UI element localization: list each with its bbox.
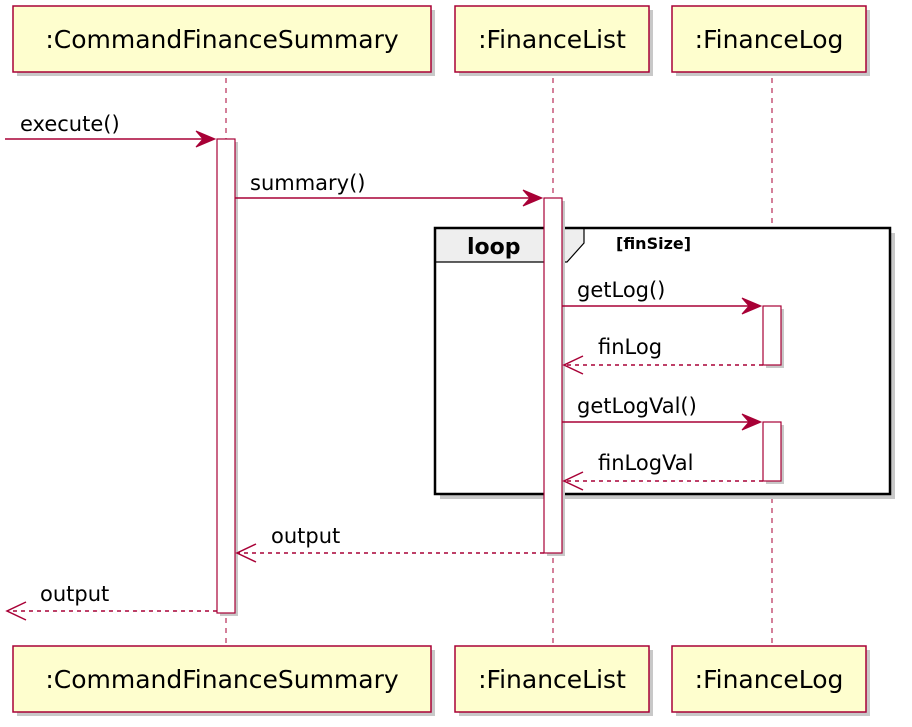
message-summary[interactable]: summary() bbox=[235, 171, 544, 207]
loop-frame-label: loop bbox=[467, 235, 521, 260]
participant-finance-log-bottom[interactable]: :FinanceLog bbox=[671, 645, 870, 716]
message-get-log-val[interactable]: getLogVal() bbox=[562, 394, 763, 431]
message-label: getLog() bbox=[577, 278, 665, 302]
open-arrow-head-icon bbox=[5, 601, 27, 621]
activation-command-finance-summary bbox=[216, 138, 236, 614]
loop-frame-border bbox=[433, 226, 892, 496]
open-arrow-head-icon bbox=[235, 543, 257, 563]
message-label: output bbox=[271, 524, 340, 548]
participant-label: :CommandFinanceSummary bbox=[45, 665, 399, 694]
message-label: execute() bbox=[20, 112, 120, 136]
participant-label: :FinanceList bbox=[478, 665, 626, 694]
open-arrow-head-icon bbox=[562, 471, 584, 491]
participant-finance-list-bottom[interactable]: :FinanceList bbox=[454, 645, 653, 716]
participant-command-finance-summary-top[interactable]: :CommandFinanceSummary bbox=[12, 5, 435, 76]
message-execute[interactable]: execute() bbox=[5, 112, 217, 148]
participant-finance-log-top[interactable]: :FinanceLog bbox=[671, 5, 870, 76]
participants-top: :CommandFinanceSummary :FinanceList :Fin… bbox=[12, 5, 870, 76]
loop-frame-guard: [finSize] bbox=[616, 234, 691, 253]
participant-label: :FinanceList bbox=[478, 25, 626, 54]
message-label: summary() bbox=[250, 171, 365, 195]
activation-finance-log-2 bbox=[762, 421, 782, 482]
message-output-to-caller[interactable]: output bbox=[5, 582, 217, 621]
message-fin-log[interactable]: finLog bbox=[562, 335, 763, 375]
message-fin-log-val[interactable]: finLogVal bbox=[562, 451, 763, 491]
message-label: finLog bbox=[598, 335, 662, 359]
solid-arrow-head-icon bbox=[195, 130, 217, 148]
message-label: getLogVal() bbox=[577, 394, 697, 418]
messages: execute() summary() getLog() finLog getL… bbox=[5, 112, 763, 621]
open-arrow-head-icon bbox=[562, 355, 584, 375]
message-output-to-command[interactable]: output bbox=[235, 524, 544, 563]
activation-finance-log-1 bbox=[762, 305, 782, 366]
message-label: output bbox=[40, 582, 109, 606]
message-label: finLogVal bbox=[598, 451, 693, 475]
solid-arrow-head-icon bbox=[741, 297, 763, 315]
activation-finance-list bbox=[543, 197, 563, 554]
participant-label: :FinanceLog bbox=[695, 25, 844, 54]
participants-bottom: :CommandFinanceSummary :FinanceList :Fin… bbox=[12, 645, 870, 716]
loop-frame: loop [finSize] bbox=[433, 226, 895, 499]
solid-arrow-head-icon bbox=[522, 189, 544, 207]
participant-command-finance-summary-bottom[interactable]: :CommandFinanceSummary bbox=[12, 645, 435, 716]
participant-label: :FinanceLog bbox=[695, 665, 844, 694]
solid-arrow-head-icon bbox=[741, 413, 763, 431]
message-get-log[interactable]: getLog() bbox=[562, 278, 763, 315]
activations bbox=[216, 138, 784, 616]
participant-finance-list-top[interactable]: :FinanceList bbox=[454, 5, 653, 76]
participant-label: :CommandFinanceSummary bbox=[45, 25, 399, 54]
